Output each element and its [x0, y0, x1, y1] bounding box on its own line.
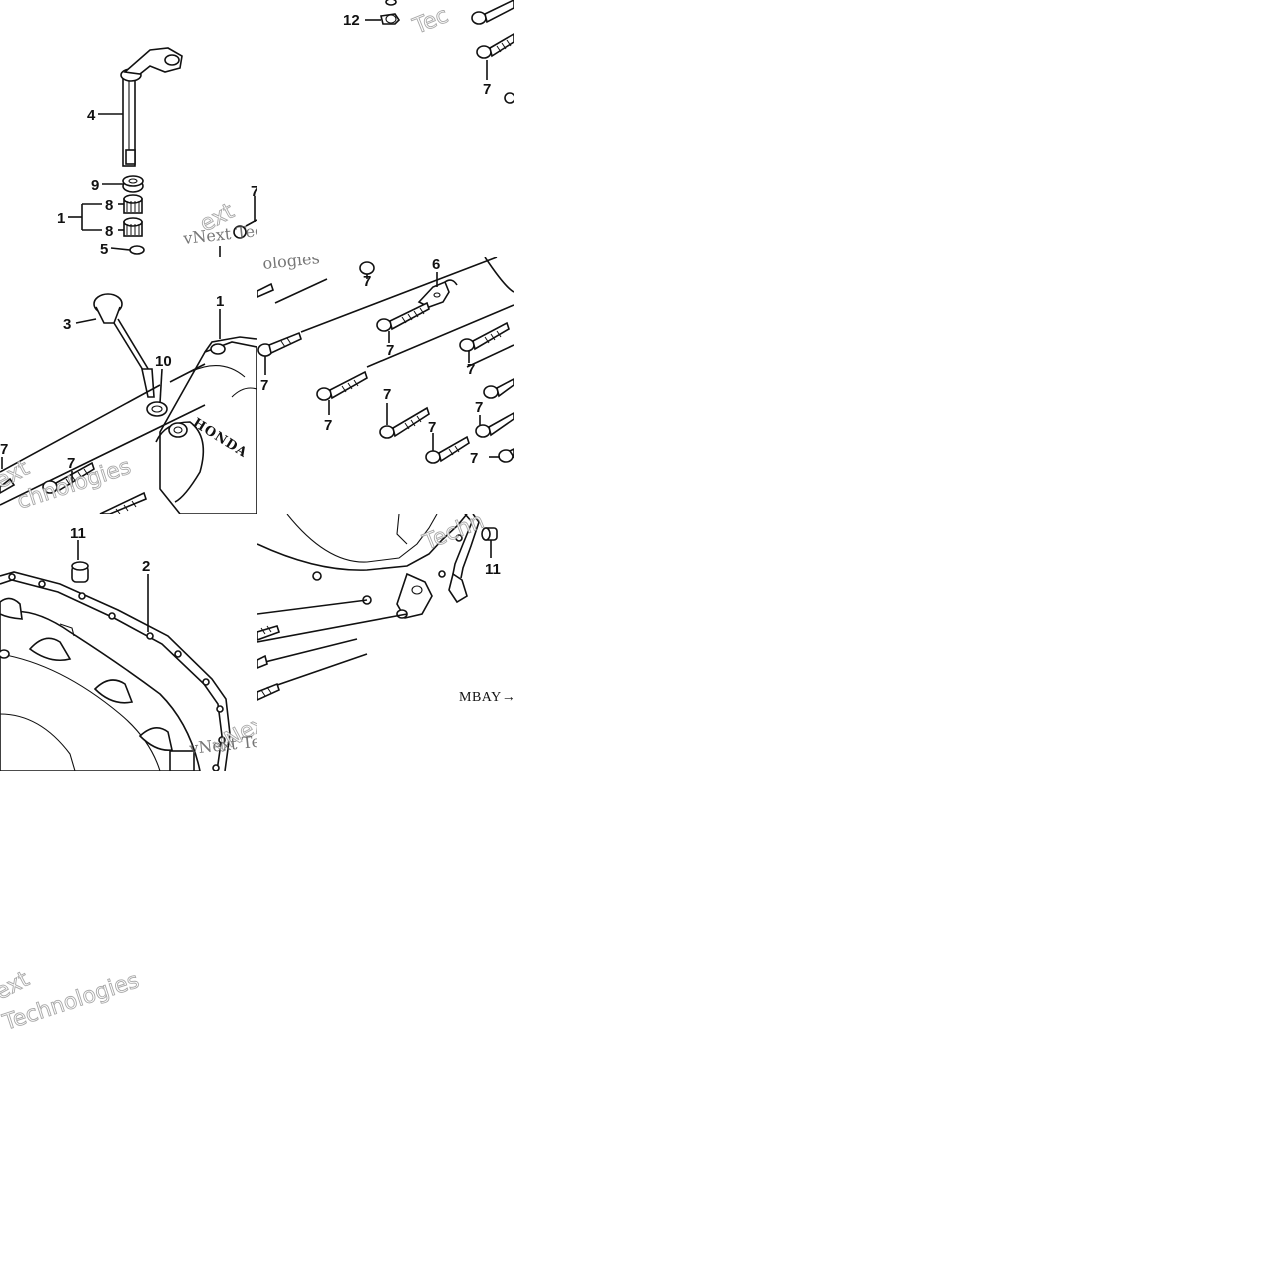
callout-1-mid: 1: [216, 293, 224, 310]
watermark-frag: Techn: [419, 514, 488, 556]
clip-12: [380, 0, 401, 25]
callout-7-tile4c: 7: [260, 377, 268, 394]
bolt-7-fragment: [233, 219, 257, 239]
callout-11-right: 11: [485, 561, 501, 578]
shaft-part: [120, 47, 183, 167]
bolt-7-b4: [459, 321, 510, 352]
callout-7-tile4i: 7: [470, 450, 478, 467]
callout-7-tile4d: 7: [467, 361, 475, 378]
callout-3: 3: [63, 316, 71, 333]
shaft-assembly-drawing: 4 9 8 8 1 5 7 ext vNext Tec: [57, 47, 257, 257]
bolt-7-b10: [498, 448, 514, 463]
watermark-stray: ext Technologies: [0, 966, 140, 1036]
washer-10: [146, 401, 168, 417]
callout-7-tile4b: 7: [386, 342, 394, 359]
tile-top-bolts: 12 7 Tec: [257, 0, 514, 257]
bearing-9: [122, 175, 144, 193]
callout-7-tile2: 7: [483, 81, 491, 98]
bolt-7-top: [471, 0, 514, 25]
callout-4: 4: [87, 107, 96, 124]
callout-7-tile4f: 7: [324, 417, 332, 434]
callout-7-tile4g: 7: [475, 399, 483, 416]
bolt-7-b8: [475, 412, 514, 438]
watermark-frag: ologies: [261, 257, 320, 273]
callout-7-tile1: 7: [251, 183, 257, 200]
bolt-7-b2: [376, 301, 430, 332]
callout-10: 10: [155, 353, 172, 370]
tile-cover-edge: 11 MBAY→E Techn: [257, 514, 514, 771]
callout-7-tile4e: 7: [383, 386, 391, 403]
callout-11-left: 11: [70, 525, 86, 542]
tile-gasket: 11 2 vNext vNext Tec: [0, 514, 257, 771]
tile-bolts: 7 6 7 7 7 7 7 7 7 7 ologies: [257, 257, 514, 514]
watermark-frag: vNext Tec: [187, 731, 257, 758]
reference-code: MBAY→E: [459, 690, 514, 705]
callout-7-tile4a: 7: [363, 273, 371, 290]
watermark-frag: Tec: [409, 3, 452, 40]
callout-7-tile3b: 7: [0, 441, 8, 458]
bolt-7-b7: [379, 406, 430, 439]
callout-8b: 8: [105, 223, 113, 240]
callout-7-tile4h: 7: [428, 419, 436, 436]
callout-7-tile3a: 7: [67, 455, 75, 472]
callout-2: 2: [142, 558, 150, 575]
callout-8a: 8: [105, 197, 113, 214]
watermark-frag: ext: [0, 967, 34, 1006]
bolt-7: [476, 33, 514, 59]
cover-edge-drawing: 11 MBAY→E Techn: [257, 514, 514, 705]
bolt-7-b3: [257, 331, 302, 357]
bolt-7-b9: [425, 435, 470, 464]
bearing-8b: [123, 217, 143, 237]
callout-1-top: 1: [57, 210, 65, 227]
tile-shaft-assembly: 4 9 8 8 1 5 7 ext vNext Tec: [0, 0, 257, 257]
dowel-11-right: [481, 527, 498, 541]
callout-12: 12: [343, 12, 360, 29]
dipstick-3: [93, 293, 155, 398]
cover-dipstick-drawing: HONDA: [0, 293, 257, 514]
crankcase-cover-lower: [0, 597, 201, 771]
top-bolts-drawing: 12 7 Tec: [343, 0, 514, 104]
clip-5: [129, 245, 145, 255]
gasket-2: [0, 571, 231, 771]
callout-5: 5: [100, 241, 108, 257]
bolts-drawing: 7 6 7 7 7 7 7 7 7 7 ologies: [257, 257, 514, 467]
watermark-frag: vNext Tec: [181, 221, 257, 248]
callout-9: 9: [91, 177, 99, 194]
bolt-7-b6: [483, 378, 514, 399]
crankcase-cover-1: HONDA: [155, 336, 257, 514]
callout-6: 6: [432, 257, 440, 273]
bolt-7-b5: [316, 370, 368, 401]
bolt-7a: [42, 461, 95, 494]
bolt-7b: [99, 491, 147, 514]
gasket-drawing: 11 2 vNext vNext Tec: [0, 525, 257, 771]
tile-cover-dipstick: HONDA: [0, 257, 257, 514]
bearing-8a: [123, 194, 143, 214]
dowel-11-left: [71, 561, 89, 583]
